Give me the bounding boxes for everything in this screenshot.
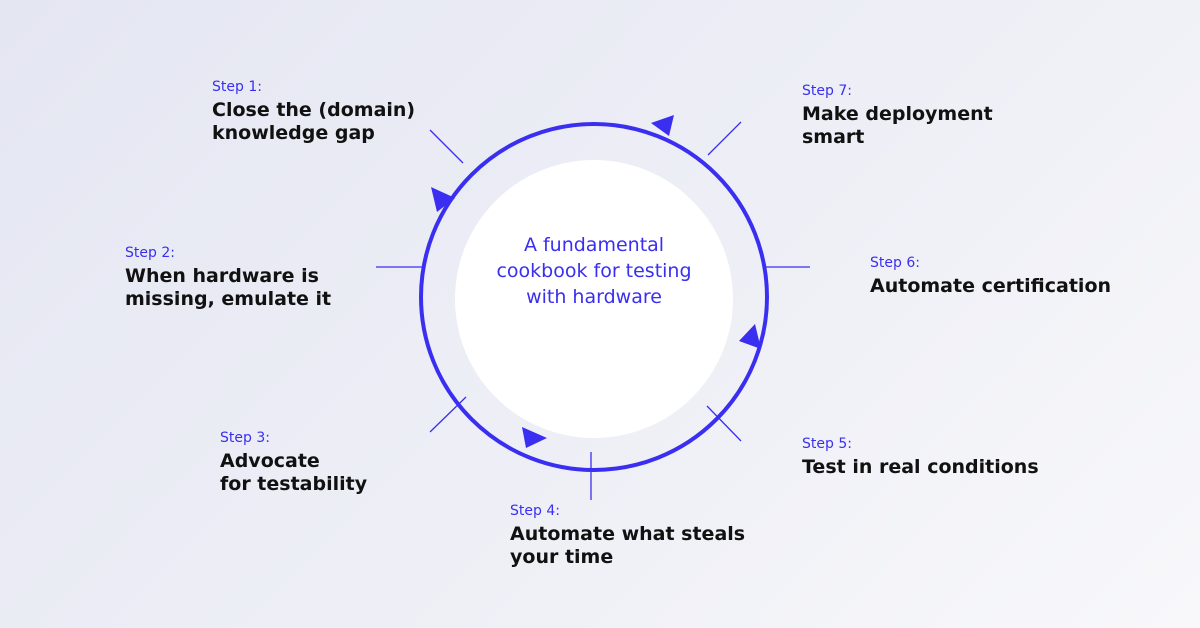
arrow-icon [739,324,761,349]
arrow-icon [522,427,547,448]
step-title: Advocate for testability [220,450,368,495]
arrow-icon [431,187,455,212]
step-title: When hardware is missing, emulate it [125,265,332,310]
step-1: Step 1: Close the (domain) knowledge gap [212,78,415,145]
step-number: Step 3: [220,430,270,446]
step-6: Step 6: Automate certification [870,254,1111,298]
step-number: Step 4: [510,503,560,519]
step-title: Close the (domain) knowledge gap [212,99,416,144]
step-2: Step 2: When hardware is missing, emulat… [125,244,331,311]
step-number: Step 1: [212,79,262,95]
step-number: Step 7: [802,83,852,99]
connector-step-7 [707,121,742,156]
step-number: Step 2: [125,245,175,261]
connector-step-3 [429,396,467,433]
step-title: Test in real conditions [802,456,1039,478]
center-label: A fundamental cookbook for testing with … [496,234,692,308]
connector-step-1 [429,129,464,164]
step-3: Step 3: Advocate for testability [220,429,367,496]
step-number: Step 6: [870,255,920,271]
step-5: Step 5: Test in real conditions [802,435,1039,479]
step-title: Make deployment smart [802,103,993,148]
arrow-icon [651,115,674,136]
center-disc [455,160,733,438]
step-title: Automate what steals your time [510,523,746,568]
step-number: Step 5: [802,436,852,452]
step-title: Automate certification [870,275,1112,297]
step-4: Step 4: Automate what steals your time [510,502,745,569]
cycle-ring [419,122,769,472]
step-7: Step 7: Make deployment smart [802,82,993,149]
connector-step-5 [706,405,742,442]
